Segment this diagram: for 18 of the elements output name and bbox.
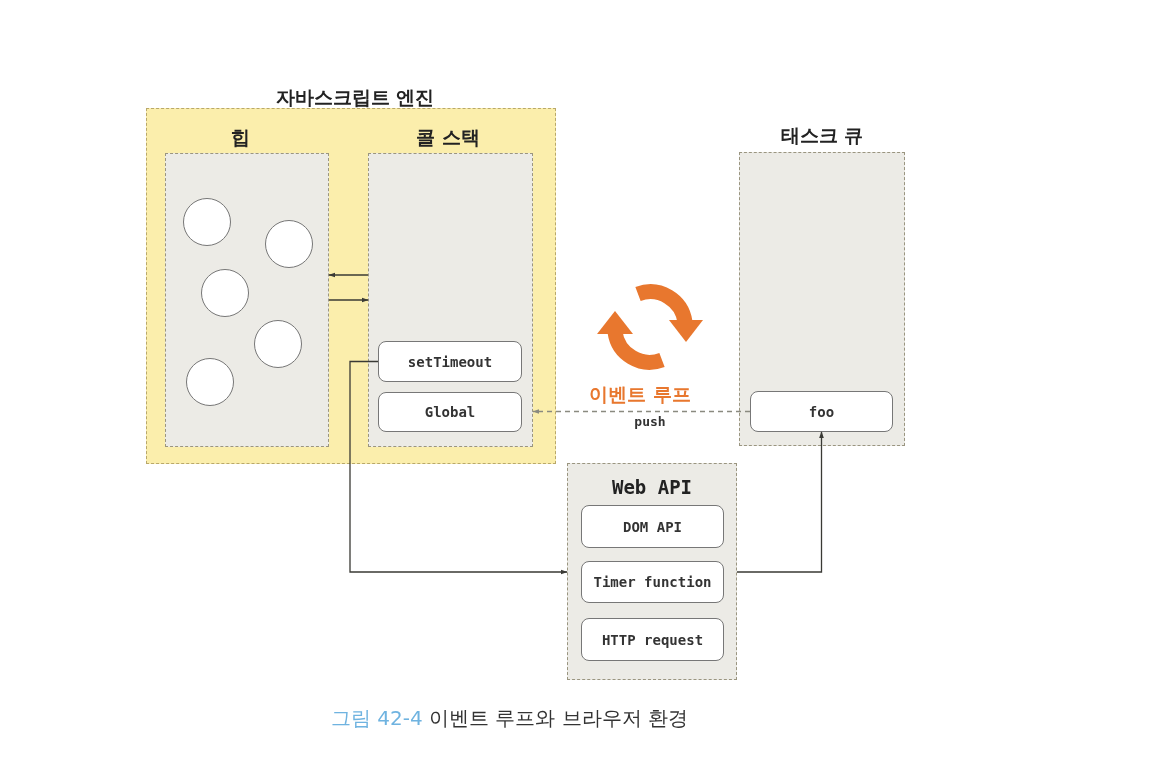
panel-heading: 힙 — [230, 126, 250, 148]
text-box: setTimeout — [378, 341, 522, 382]
arrow — [328, 272, 369, 278]
panel-heading: 태스크 큐 — [780, 124, 864, 146]
caption: 그림 42-4 이벤트 루프와 브라우저 환경 — [331, 705, 689, 731]
panel-heading: 콜 스택 — [416, 126, 480, 148]
icon-label: 이벤트 루프 — [589, 383, 691, 405]
panel-heading: Web API — [611, 476, 693, 498]
panel-heading: 자바스크립트 엔진 — [275, 86, 435, 108]
text-box: foo — [750, 391, 893, 432]
arrow — [736, 431, 824, 573]
text-box: Global — [378, 392, 522, 432]
text-box: DOM API — [581, 505, 724, 548]
text-box: HTTP request — [581, 618, 724, 661]
arrow — [349, 360, 568, 575]
text-box: Timer function — [581, 561, 724, 603]
arrow — [328, 297, 369, 303]
arrow — [532, 409, 751, 414]
